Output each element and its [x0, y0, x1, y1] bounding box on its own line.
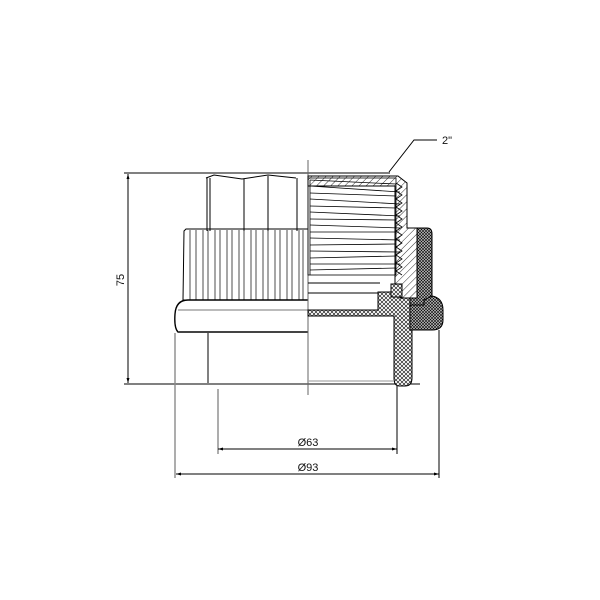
- seal-ring: [390, 283, 403, 298]
- thread-callout: 2": [388, 135, 452, 173]
- arrow-left-icon: [218, 447, 223, 451]
- arrow-right-icon: [434, 472, 439, 476]
- union-nut-flange: [408, 295, 444, 331]
- arrow-right-icon: [392, 447, 397, 451]
- inner-diameter-dimension: Ø63: [217, 386, 398, 454]
- hex-nut-top-edge: [205, 174, 297, 180]
- arrow-down-icon: [126, 378, 130, 383]
- arrow-left-icon: [176, 472, 181, 476]
- leader-line: [388, 139, 437, 173]
- inner-diameter-label: Ø63: [298, 437, 319, 449]
- arrow-up-icon: [126, 174, 130, 179]
- thread-size-label: 2": [442, 135, 452, 147]
- collar-flange: [174, 299, 308, 333]
- knurled-ring: [182, 228, 309, 301]
- exterior-view: [174, 174, 309, 478]
- internal-thread: [309, 179, 401, 275]
- outer-diameter-dimension: Ø93: [176, 462, 439, 476]
- ppr-body-section: [307, 284, 413, 387]
- section-view: [307, 175, 444, 478]
- height-dimension: 75: [115, 172, 420, 385]
- height-dimension-label: 75: [115, 274, 127, 286]
- outer-diameter-label: Ø93: [298, 462, 319, 474]
